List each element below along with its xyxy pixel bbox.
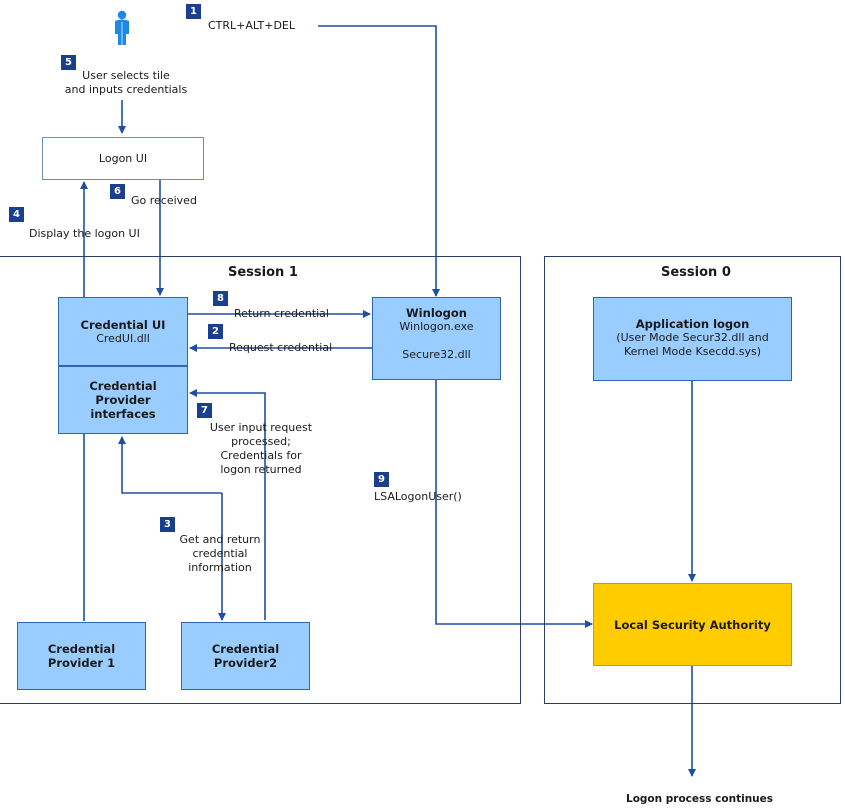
winlogon-title: Winlogon — [406, 306, 467, 320]
credential-ui-title: Credential UI — [80, 317, 166, 332]
logon-ui-label: Logon UI — [98, 151, 148, 165]
arrow-ctrl-alt-del-to-winlogon — [318, 25, 440, 297]
logon-ui-box: Logon UI — [42, 137, 204, 180]
credential-provider-2-box: Credential Provider2 — [181, 622, 310, 690]
cp2-line1: Credential — [211, 642, 280, 656]
app-logon-line2: Kernel Mode Ksecdd.sys) — [623, 345, 761, 358]
app-logon-line1: (User Mode Secur32.dll and — [616, 331, 769, 344]
step-7-badge: 7 — [197, 403, 212, 418]
step-5-line1: User selects tile — [82, 69, 170, 82]
cp1-line1: Credential — [47, 642, 116, 656]
logon-continues-label: Logon process continues — [626, 793, 774, 805]
credential-provider-1-box: Credential Provider 1 — [17, 622, 146, 690]
session-1-title: Session 1 — [228, 265, 298, 280]
cp-interfaces-line3: interfaces — [90, 407, 156, 421]
step-7-line4: logon returned — [220, 463, 302, 476]
step-8-label: Return credential — [234, 307, 329, 320]
step-1-label: CTRL+ALT+DEL — [208, 19, 296, 32]
step-5-badge: 5 — [61, 55, 76, 70]
cp-interfaces-line1: Credential — [89, 379, 157, 393]
cp1-line2: Provider 1 — [47, 656, 116, 670]
step-3-badge: 3 — [160, 517, 175, 532]
credential-provider-interfaces-box: Credential Provider interfaces — [58, 366, 188, 434]
step-7-label: User input request processed; Credential… — [206, 421, 316, 477]
step-6-badge: 6 — [110, 184, 125, 199]
step-4-label: Display the logon UI — [29, 227, 140, 240]
step-6-label: Go received — [131, 194, 197, 207]
step-9-label: LSALogonUser() — [374, 490, 462, 503]
step-4-badge: 4 — [9, 207, 24, 222]
arrow-provider-to-interfaces — [118, 436, 222, 494]
step-1-badge: 1 — [186, 4, 201, 19]
session-0-container — [544, 256, 841, 704]
cp-interfaces-line2: Provider — [95, 393, 151, 407]
step-2-label: Request credential — [229, 341, 333, 354]
credential-ui-box: Credential UI CredUI.dll — [58, 297, 188, 366]
app-logon-title: Application logon — [635, 317, 750, 331]
cp2-line2: Provider2 — [213, 656, 278, 670]
step-3-line1: Get and return — [179, 533, 261, 546]
step-8-badge: 8 — [213, 291, 228, 306]
session-0-title: Session 0 — [661, 265, 731, 280]
winlogon-dll: Secure32.dll — [402, 348, 471, 361]
step-3-line3: information — [188, 561, 252, 574]
step-9-badge: 9 — [374, 472, 389, 487]
arrow-lsalogonuser — [435, 380, 593, 628]
user-icon — [115, 10, 129, 45]
step-7-line1: User input request — [209, 421, 313, 434]
credential-ui-dll: CredUI.dll — [96, 331, 150, 345]
step-3-label: Get and return credential information — [165, 533, 275, 575]
step-3-line2: credential — [192, 547, 248, 560]
step-7-line3: Credentials for — [220, 449, 302, 462]
lsa-box: Local Security Authority — [593, 583, 792, 666]
arrow-credentials-returned — [189, 389, 266, 620]
step-2-badge: 2 — [208, 324, 223, 339]
step-5-line2: and inputs credentials — [64, 83, 188, 96]
session-1-container — [0, 256, 521, 704]
step-7-line2: processed; — [231, 435, 291, 448]
winlogon-box: Winlogon Winlogon.exe Secure32.dll — [372, 297, 501, 380]
winlogon-exe: Winlogon.exe — [399, 320, 474, 333]
lsa-label: Local Security Authority — [614, 617, 771, 632]
application-logon-box: Application logon (User Mode Secur32.dll… — [593, 297, 792, 381]
step-5-label: User selects tile and inputs credentials — [56, 69, 196, 97]
